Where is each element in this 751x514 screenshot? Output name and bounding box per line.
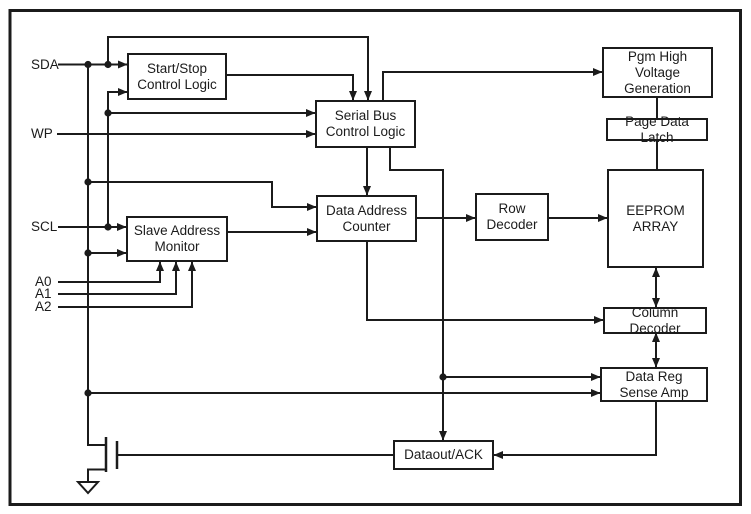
block-slave-address-monitor: Slave Address Monitor [126, 216, 228, 262]
block-row-decoder: Row Decoder [475, 193, 549, 241]
block-label: Data Address Counter [325, 202, 408, 234]
block-page-data-latch: Page Data Latch [606, 114, 708, 145]
block-label: Serial Bus Control Logic [325, 108, 406, 139]
pin-label-scl: SCL [31, 219, 58, 234]
block-label: Dataout/ACK [404, 447, 483, 462]
pin-label-wp: WP [31, 126, 53, 141]
block-label: Column Decoder [629, 304, 681, 336]
junction-dots [84, 60, 447, 397]
block-label: EEPROM ARRAY [626, 202, 685, 234]
pin-label-a1: A1 [35, 286, 52, 301]
scl-net [58, 88, 316, 231]
pin-label-a2: A2 [35, 299, 52, 314]
block-label: Data Reg Sense Amp [619, 368, 689, 400]
pin-label-a0: A0 [35, 274, 52, 289]
block-data-address-counter: Data Address Counter [316, 195, 417, 242]
address-pin-lines [58, 261, 196, 308]
ground-icon [75, 481, 101, 495]
block-label: Start/Stop Control Logic [137, 60, 217, 92]
internal-signal-lines [118, 68, 660, 459]
sda-net [58, 36, 601, 446]
block-serial-bus-control-logic: Serial Bus Control Logic [315, 100, 416, 148]
block-dataout-ack: Dataout/ACK [393, 440, 494, 470]
block-label: Row Decoder [486, 201, 538, 232]
output-mosfet-icon [87, 437, 119, 482]
block-pgm-high-voltage-generation: Pgm High Voltage Generation [602, 47, 713, 98]
block-label: Slave Address Monitor [133, 223, 221, 254]
block-label: Pgm High Voltage Generation [624, 48, 691, 96]
block-eeprom-array: EEPROM ARRAY [607, 169, 704, 268]
block-data-reg-sense-amp: Data Reg Sense Amp [600, 367, 708, 402]
block-label: Page Data Latch [625, 113, 689, 145]
block-column-decoder: Column Decoder [603, 304, 707, 336]
diagram-border [8, 9, 742, 506]
pin-label-sda: SDA [31, 57, 59, 72]
block-start-stop-control-logic: Start/Stop Control Logic [127, 53, 227, 100]
